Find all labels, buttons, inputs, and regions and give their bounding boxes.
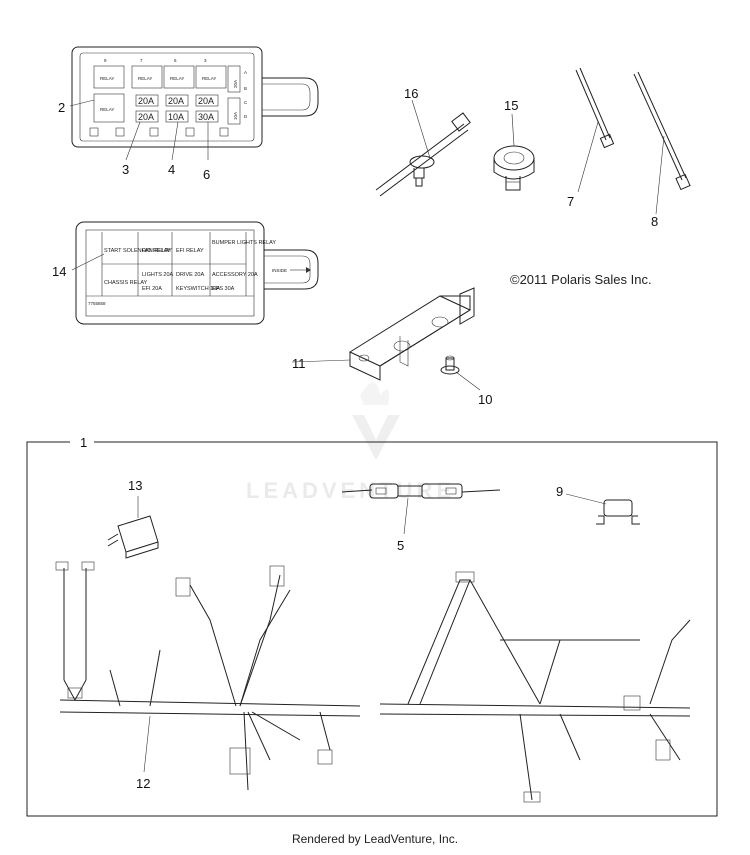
cover-cell: CHASSIS RELAY: [104, 280, 148, 286]
fuse-box-position-label: 6: [174, 58, 177, 63]
watermark-text: LEADVENTURE: [246, 478, 455, 503]
fuse-label: 20A: [168, 96, 184, 106]
callout-7: 7: [567, 194, 574, 209]
footer-credit: Rendered by LeadVenture, Inc.: [291, 832, 459, 846]
relay: [107, 515, 159, 559]
cover-cell: LIGHTS 20A: [142, 272, 174, 278]
fuse-box-position-label: 9: [104, 58, 107, 63]
cover-cell: BUMPER LIGHTS RELAY: [212, 240, 276, 246]
cover-cell: EPS 30A: [212, 286, 235, 292]
cover-arrow-label: INSIDE: [272, 268, 287, 273]
callout-16: 16: [404, 86, 418, 101]
cover-cell: KEYSWITCH 10A: [176, 286, 220, 292]
relay-label: RELAY: [100, 76, 114, 81]
watermark-logo: LEADVENTURE: [246, 382, 455, 503]
callout-2: 2: [58, 100, 65, 115]
mounting-bracket: [348, 287, 475, 381]
callout-3: 3: [122, 162, 129, 177]
cable-tie-with-clip: [375, 112, 471, 197]
callout-15: 15: [504, 98, 518, 113]
callout-8: 8: [651, 214, 658, 229]
callout-10: 10: [478, 392, 492, 407]
callout-9: 9: [556, 484, 563, 499]
main-harness-right: [379, 571, 691, 803]
cover-part-code: 7755858: [88, 301, 106, 306]
cover-cell: FAN RELAY: [142, 248, 172, 254]
copyright: ©2011 Polaris Sales Inc.: [510, 272, 652, 287]
relay-label: RELAY: [202, 76, 216, 81]
relay-label: RELAY: [100, 107, 114, 112]
callout-4: 4: [168, 162, 175, 177]
callout-12: 12: [136, 776, 150, 791]
cover-cell: EFI 20A: [142, 286, 162, 292]
bolt: [440, 355, 460, 375]
fuse-label: 30A: [198, 112, 214, 122]
cover-cell: START SOLENOID RELAY: [104, 248, 171, 254]
side-fuse-label: 20A: [233, 80, 238, 88]
side-letter: D: [244, 114, 248, 119]
side-fuse-label: 10A: [233, 112, 238, 120]
fuse-label: 20A: [198, 96, 214, 106]
cover-cell: DRIVE 20A: [176, 272, 204, 278]
main-harness-left: [55, 561, 361, 791]
callout-6: 6: [203, 167, 210, 182]
fuse-box: 9 7 6 3 RELAY RELAY RELAY RELAY RELAY 20…: [71, 46, 319, 148]
circuit-breaker: [596, 499, 640, 525]
cable-tie-short: [575, 67, 615, 149]
harness-assembly-frame: [26, 441, 718, 817]
fuse-label: 20A: [138, 96, 154, 106]
callout-5: 5: [397, 538, 404, 553]
side-letter: B: [244, 86, 247, 91]
cable-tie-long: [633, 71, 691, 191]
fuse-label: 20A: [138, 112, 154, 122]
fuse-box-position-label: 7: [140, 58, 143, 63]
inline-fuse-holder: [341, 483, 501, 499]
callout-11: 11: [292, 356, 306, 371]
callout-13: 13: [128, 478, 142, 493]
side-letter: A: [244, 70, 247, 75]
fuse-box-position-label: 3: [204, 58, 207, 63]
callout-14: 14: [52, 264, 66, 279]
cover-cell: ACCESSORY 20A: [212, 272, 258, 278]
side-letter: C: [244, 100, 248, 105]
relay-label: RELAY: [138, 76, 152, 81]
edge-clip: [493, 145, 535, 191]
relay-label: RELAY: [170, 76, 184, 81]
callout-1: 1: [80, 435, 87, 450]
fuse-box-cover: START SOLENOID RELAY FAN RELAY EFI RELAY…: [75, 221, 319, 325]
cover-cell: EFI RELAY: [176, 248, 204, 254]
fuse-label: 10A: [168, 112, 184, 122]
